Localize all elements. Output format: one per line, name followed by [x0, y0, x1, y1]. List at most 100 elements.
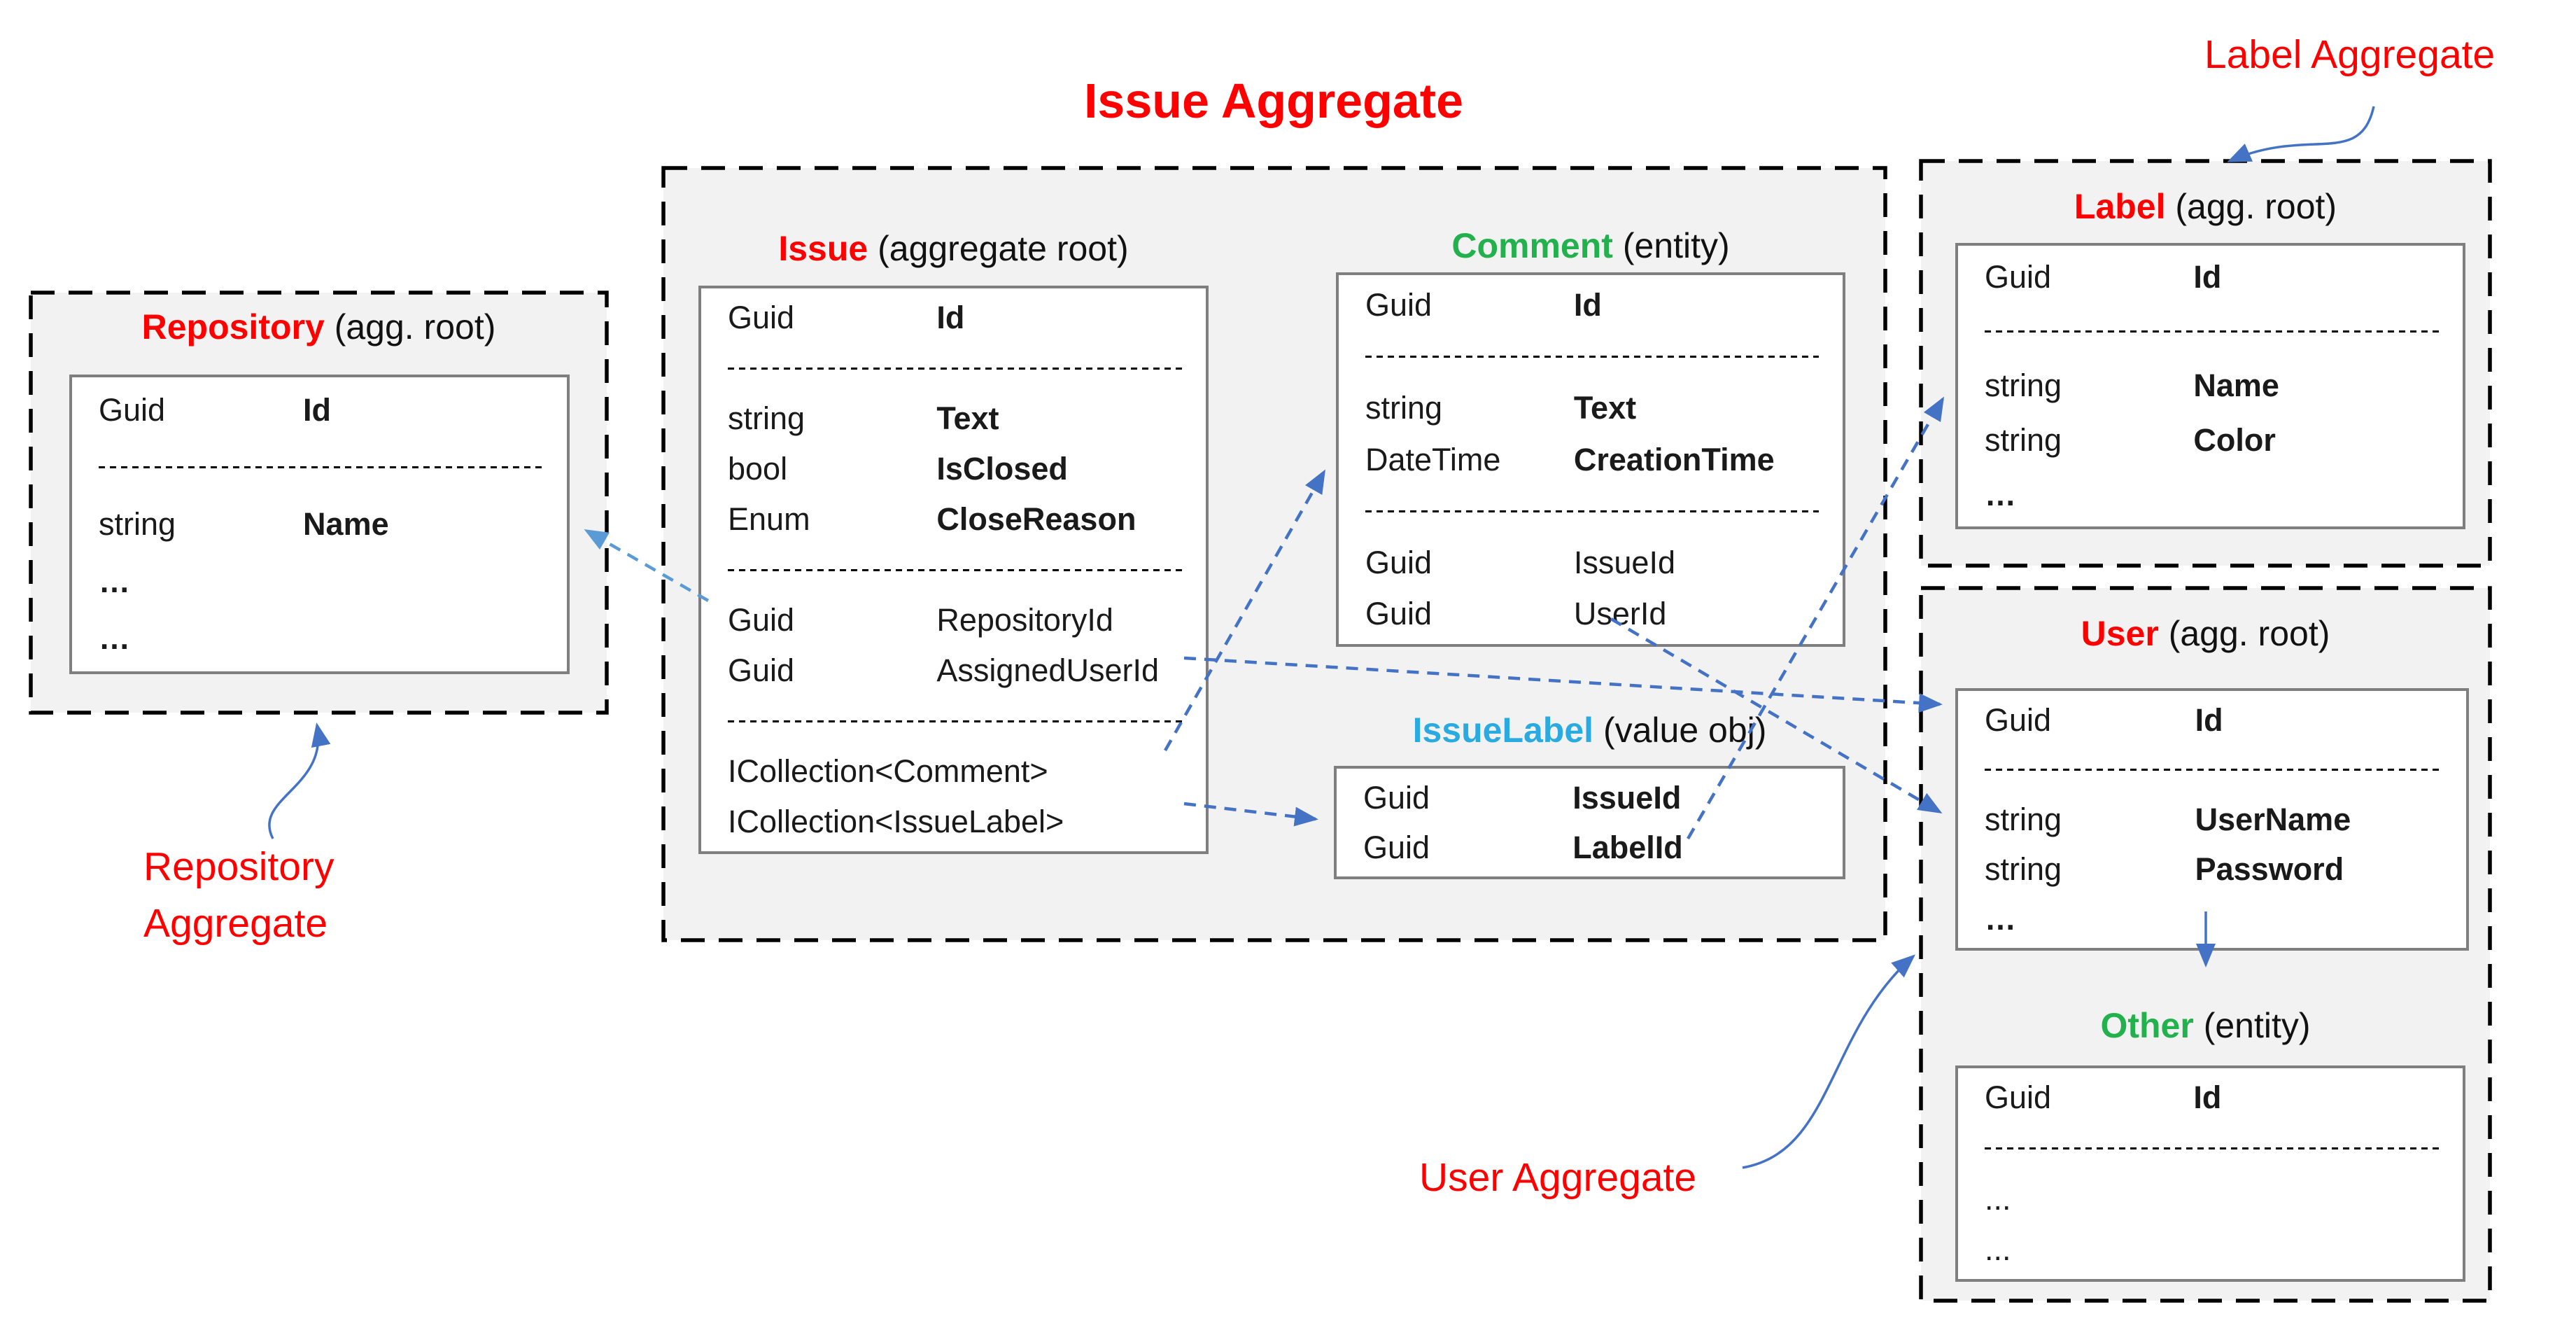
field-type: Guid — [728, 300, 795, 335]
repository-entity-kind: (agg. root) — [334, 307, 496, 347]
divider-line — [99, 466, 543, 468]
comment-entity-name: Comment — [1451, 226, 1613, 265]
comment-entity-kind: (entity) — [1622, 226, 1730, 265]
field-type: Guid — [1363, 829, 1430, 865]
field-row: … — [99, 553, 553, 610]
repository-entity-box: Guid Id string Name … … — [69, 375, 570, 674]
field-type: DateTime — [1365, 441, 1501, 477]
field-name: AssignedUserId — [936, 652, 1160, 688]
field-row: Guid Id — [728, 293, 1192, 343]
field-divider — [1985, 745, 2452, 795]
field-divider — [1985, 1123, 2449, 1173]
field-divider — [728, 696, 1192, 746]
field-type: Guid — [1365, 286, 1433, 323]
field-row: ICollection<Comment> — [728, 746, 1192, 797]
field-type: string — [728, 400, 805, 436]
field-type: Guid — [99, 391, 166, 428]
field-divider — [1365, 485, 1829, 537]
divider-line — [1985, 330, 2439, 333]
field-name: IssueId — [1572, 779, 1682, 816]
field-type: Guid — [1365, 596, 1433, 632]
issuelabel-entity-title: IssueLabel (value obj) — [1334, 710, 1845, 750]
field-text: … — [1985, 477, 2016, 513]
label-entity-title: Label (agg. root) — [1920, 186, 2491, 227]
repository-aggregate-annotation-line2: Aggregate — [143, 900, 328, 946]
other-entity-kind: (entity) — [2203, 1006, 2311, 1045]
field-row: … — [99, 610, 553, 667]
field-name: Text — [936, 400, 999, 436]
field-name: Color — [2193, 422, 2276, 459]
field-text: … — [99, 563, 130, 599]
field-row: ICollection<IssueLabel> — [728, 797, 1192, 847]
user-entity-kind: (agg. root) — [2168, 614, 2330, 653]
divider-line — [728, 720, 1182, 722]
field-name: Id — [303, 391, 332, 428]
field-type: Guid — [1363, 779, 1430, 816]
field-text: ... — [1985, 1231, 2011, 1267]
field-name: UserName — [2195, 801, 2351, 837]
arrow-user-annotation-to-user-aggregate — [1742, 954, 1916, 1169]
field-text: ... — [1985, 1180, 2011, 1217]
field-name: Name — [303, 505, 389, 542]
field-row: Guid Id — [1985, 250, 2449, 305]
other-entity-name: Other — [2100, 1006, 2194, 1045]
issuelabel-entity-name: IssueLabel — [1412, 711, 1594, 750]
field-name: UserId — [1573, 596, 1667, 632]
arrow-issue-assigneduserid-to-user — [1183, 656, 1943, 713]
field-divider — [728, 343, 1192, 393]
issue-entity-kind: (aggregate root) — [878, 229, 1129, 268]
field-name: RepositoryId — [936, 602, 1113, 638]
field-divider — [1365, 331, 1829, 383]
field-row: ... — [1985, 1224, 2449, 1275]
arrow-repository-annotation-to-repository-aggregate — [268, 722, 331, 839]
label-entity-kind: (agg. root) — [2175, 187, 2337, 226]
field-name: Id — [2195, 701, 2223, 738]
divider-line — [728, 367, 1182, 370]
field-text: ICollection<Comment> — [728, 753, 1048, 789]
comment-entity-title: Comment (entity) — [1336, 225, 1845, 266]
divider-line — [1985, 769, 2442, 771]
repository-aggregate-annotation-line1: Repository — [143, 844, 335, 889]
divider-line — [1985, 1147, 2439, 1149]
field-row: string Name — [99, 496, 553, 553]
field-type: Guid — [1985, 258, 2052, 295]
issue-entity-name: Issue — [778, 229, 868, 268]
field-name: Name — [2193, 368, 2279, 404]
field-name: Id — [936, 300, 965, 335]
field-row: string Text — [728, 393, 1192, 444]
repository-aggregate-annotation: Repository Aggregate — [143, 839, 334, 952]
field-name: Text — [1573, 389, 1637, 426]
field-type: string — [99, 505, 176, 542]
field-row: ... — [1985, 1174, 2449, 1224]
field-text: ICollection<IssueLabel> — [728, 804, 1064, 839]
field-divider — [728, 545, 1192, 595]
diagram-title: Issue Aggregate — [1083, 74, 1464, 128]
label-entity-name: Label — [2074, 187, 2166, 226]
field-row: Guid UserId — [1365, 588, 1829, 640]
field-name: Id — [2193, 258, 2222, 295]
divider-line — [728, 568, 1182, 571]
field-row: … — [1985, 468, 2449, 522]
field-row: string Color — [1985, 413, 2449, 468]
field-type: Guid — [1985, 1079, 2052, 1116]
field-type: Guid — [728, 602, 795, 638]
label-aggregate-annotation: Label Aggregate — [2204, 32, 2496, 77]
user-entity-title: User (agg. root) — [1920, 613, 2491, 654]
field-type: string — [1985, 422, 2062, 459]
